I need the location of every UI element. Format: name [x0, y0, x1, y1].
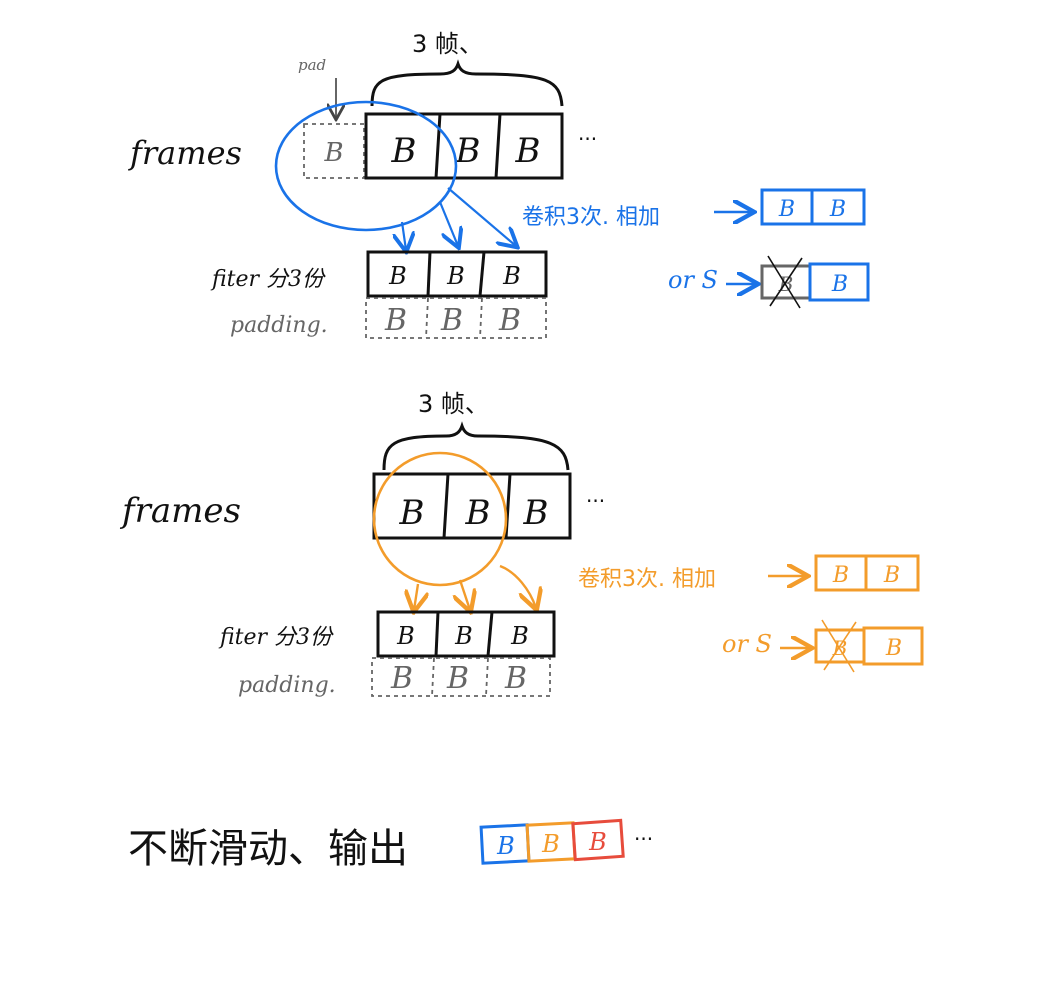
filter-cell-1: B — [388, 262, 407, 290]
pad-cell-letter: B — [323, 138, 343, 168]
padding-divider — [479, 297, 483, 339]
pad-cell — [303, 123, 365, 179]
conv-sum-label: 卷积3次. 相加 — [522, 205, 660, 230]
frames-row — [364, 112, 564, 180]
padding-divider — [485, 657, 489, 697]
filter-cell-3: B — [502, 262, 521, 290]
frames-ellipsis: ··· — [586, 489, 605, 513]
filter-cell-2: B — [446, 262, 465, 290]
filter-row — [366, 250, 548, 298]
padding-divider — [431, 657, 435, 697]
output-ellipsis: ··· — [634, 827, 653, 851]
frame-cell-3: B — [523, 493, 549, 533]
padding-row — [365, 297, 547, 339]
filter-cell-1: B — [396, 622, 415, 650]
frame-count-label: 3 帧、 — [412, 30, 483, 58]
frame-cell-2: B — [465, 493, 491, 533]
output-cell-orange-letter: B — [541, 830, 560, 858]
padding-row — [371, 657, 551, 697]
frame-cell-2: B — [455, 131, 481, 171]
filter-label: fiter 分3份 — [210, 267, 326, 292]
frame-cell-3: B — [515, 131, 541, 171]
padding-label: padding. — [238, 673, 336, 698]
bottom-summary: 不断滑动、输出 B B B ··· — [128, 818, 653, 872]
kept-cell-letter: B — [885, 636, 902, 661]
filter-row — [376, 610, 556, 658]
output-cell-red-letter: B — [588, 828, 607, 856]
frame-cell-1: B — [391, 131, 417, 171]
conv-sum-label: 卷积3次. 相加 — [578, 567, 716, 592]
output-cell-1: B — [778, 197, 795, 222]
frame-divider — [434, 113, 442, 179]
frames-brace — [382, 421, 570, 471]
filter-divider — [478, 251, 486, 297]
output-cell-2: B — [829, 197, 846, 222]
window-circle-orange — [372, 451, 508, 587]
split-arrow — [414, 583, 418, 610]
sliding-output-label: 不断滑动、输出 — [128, 826, 408, 872]
split-arrow — [447, 187, 516, 246]
frame-cell-1: B — [399, 493, 425, 533]
output-cell-red — [571, 818, 625, 862]
filter-cell-3: B — [510, 622, 529, 650]
frames-brace — [370, 59, 564, 107]
pad-label: pad — [298, 56, 326, 74]
filter-divider — [486, 611, 494, 657]
or-s-label: or S — [722, 630, 772, 658]
padding-cell-2: B — [440, 303, 463, 338]
output-cell-blue-letter: B — [496, 832, 515, 860]
padding-cell-2: B — [446, 661, 469, 696]
panel-2: 3 帧、 frames B B B ··· fiter 分3份 B B B pa… — [119, 390, 924, 698]
filter-divider — [434, 611, 440, 657]
kept-cell — [808, 262, 870, 302]
split-arrow — [499, 564, 536, 608]
padding-divider — [425, 297, 429, 339]
split-arrow — [438, 201, 458, 246]
frame-divider — [442, 473, 450, 539]
panel-1: 3 帧、 pad frames B B B B ··· fiter 分3份 B … — [128, 30, 870, 339]
split-arrow — [402, 221, 406, 250]
padding-label: padding. — [230, 313, 328, 338]
filter-cell-2: B — [454, 622, 473, 650]
cross-out-icon — [821, 619, 857, 673]
frame-divider — [494, 113, 502, 179]
frames-label: frames — [119, 491, 241, 531]
cross-out-icon — [767, 255, 803, 309]
kept-cell — [862, 626, 924, 666]
padding-cell-1: B — [384, 303, 407, 338]
output-cell-2: B — [883, 563, 900, 588]
kept-cell-letter: B — [831, 272, 848, 297]
padding-cell-1: B — [390, 661, 413, 696]
filter-label: fiter 分3份 — [218, 625, 334, 650]
output-cell-1: B — [832, 563, 849, 588]
frames-ellipsis: ··· — [578, 127, 597, 151]
split-arrow — [460, 579, 470, 610]
or-s-label: or S — [668, 266, 718, 294]
filter-divider — [426, 251, 432, 297]
frame-count-label: 3 帧、 — [418, 390, 489, 418]
padding-cell-3: B — [498, 303, 521, 338]
padding-cell-3: B — [504, 661, 527, 696]
frames-label: frames — [128, 134, 242, 172]
window-circle-blue — [274, 100, 458, 232]
